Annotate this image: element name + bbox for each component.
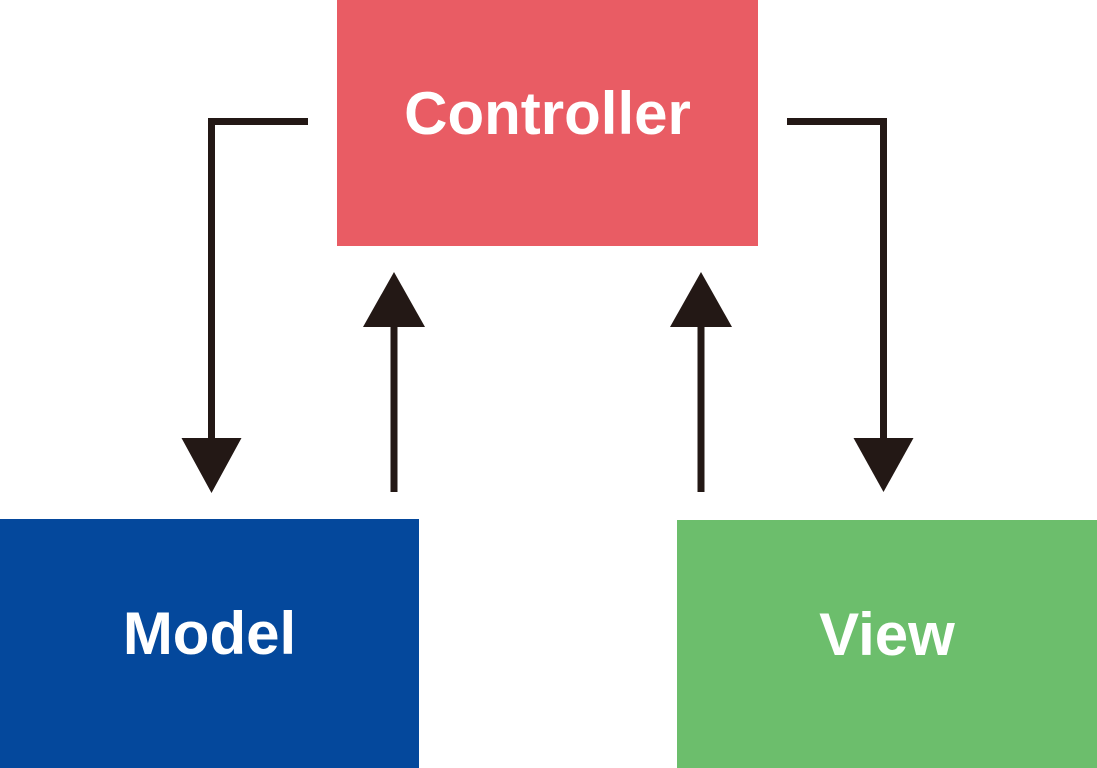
arrow-controller-to-view-vline xyxy=(880,118,887,438)
arrow-controller-to-model-hline xyxy=(208,118,308,125)
arrow-controller-to-view xyxy=(787,118,914,492)
node-view: View xyxy=(677,520,1097,768)
node-model: Model xyxy=(0,519,419,768)
arrow-controller-to-view-hline xyxy=(787,118,887,125)
arrow-view-to-controller xyxy=(670,272,732,492)
arrow-model-to-controller xyxy=(363,272,425,492)
arrow-controller-to-model-head xyxy=(181,438,242,493)
arrow-view-to-controller-shaft xyxy=(697,327,705,492)
node-controller: Controller xyxy=(337,0,758,246)
arrow-model-to-controller-shaft xyxy=(390,327,398,492)
arrow-controller-to-model-vline xyxy=(208,118,215,438)
arrow-model-to-controller-head xyxy=(363,272,425,327)
arrow-view-to-controller-head xyxy=(670,272,732,327)
node-model-label: Model xyxy=(122,600,297,667)
node-view-label: View xyxy=(819,600,955,668)
arrow-controller-to-view-head xyxy=(853,438,914,492)
node-controller-label: Controller xyxy=(404,79,691,147)
arrow-controller-to-model xyxy=(181,118,308,493)
